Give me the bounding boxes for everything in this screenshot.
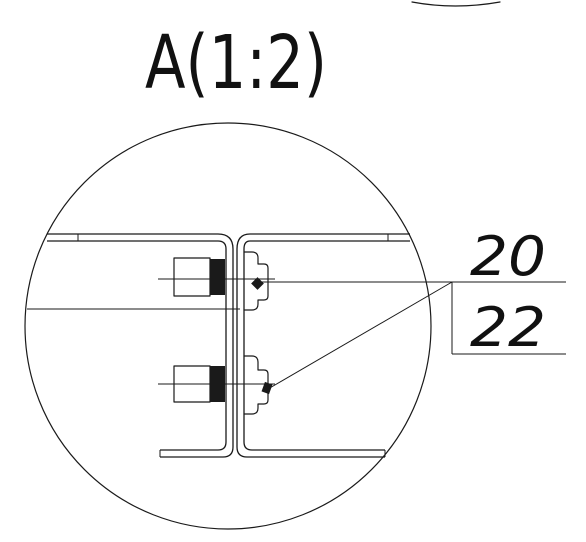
view-title: A(1:2) bbox=[145, 20, 327, 106]
right-channel-wall bbox=[236, 233, 386, 458]
upper-knurled-nut bbox=[210, 259, 225, 295]
callout-label-22: 22 bbox=[470, 296, 546, 359]
upper-fastener bbox=[158, 251, 275, 311]
left-top-panel bbox=[47, 233, 218, 242]
callout-bracket bbox=[451, 281, 566, 355]
lower-fastener bbox=[158, 355, 275, 415]
right-top-panel bbox=[250, 233, 410, 242]
callout-label-20: 20 bbox=[470, 225, 546, 288]
left-channel-wall bbox=[159, 233, 234, 458]
leader-line-22 bbox=[267, 281, 453, 390]
lower-weld-point bbox=[261, 381, 273, 395]
adjacent-view-arc bbox=[411, 1, 501, 7]
detail-circle bbox=[24, 122, 432, 530]
upper-weld-point bbox=[251, 277, 264, 290]
